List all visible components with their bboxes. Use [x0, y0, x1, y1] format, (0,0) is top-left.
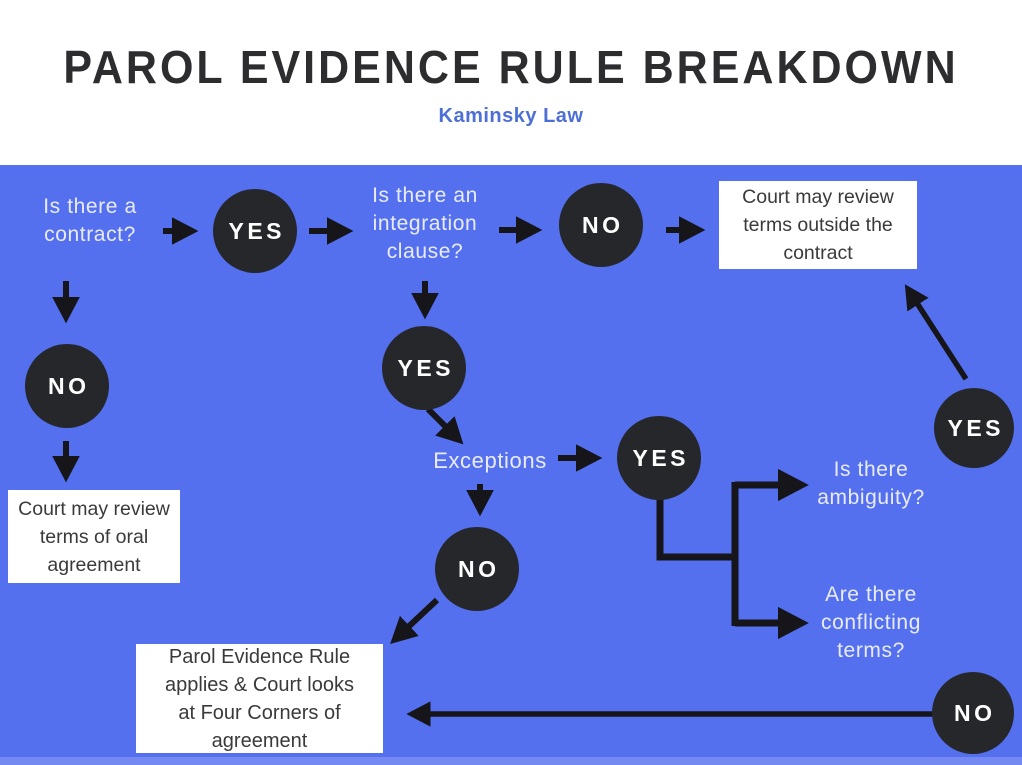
node-no-after-contract: NO: [25, 344, 109, 428]
outcome-box-four-corners: Parol Evidence Rule applies & Court look…: [136, 644, 383, 753]
outcome-box-oral-agreement: Court may review terms of oral agreement: [8, 490, 180, 583]
page-title: PAROL EVIDENCE RULE BREAKDOWN: [63, 42, 959, 94]
node-no-after-integration: NO: [559, 183, 643, 267]
node-yes-to-outside-review: YES: [934, 388, 1014, 468]
node-yes-after-exceptions: YES: [617, 416, 701, 500]
question-contract: Is there a contract?: [43, 195, 137, 246]
question-exceptions: Exceptions: [433, 448, 547, 473]
node-no-to-four-corners: NO: [932, 672, 1014, 754]
footer-strip: [0, 757, 1022, 765]
question-ambiguity: Is there ambiguity?: [817, 458, 925, 509]
node-yes-after-integration: YES: [382, 326, 466, 410]
outcome-box-outside-review: Court may review terms outside the contr…: [719, 181, 917, 269]
question-integration: Is there an integration clause?: [372, 184, 478, 263]
page-subtitle: Kaminsky Law: [438, 105, 584, 127]
question-conflicting: Are there conflicting terms?: [821, 583, 921, 662]
node-no-after-exceptions: NO: [435, 527, 519, 611]
node-yes-after-contract: YES: [213, 189, 297, 273]
